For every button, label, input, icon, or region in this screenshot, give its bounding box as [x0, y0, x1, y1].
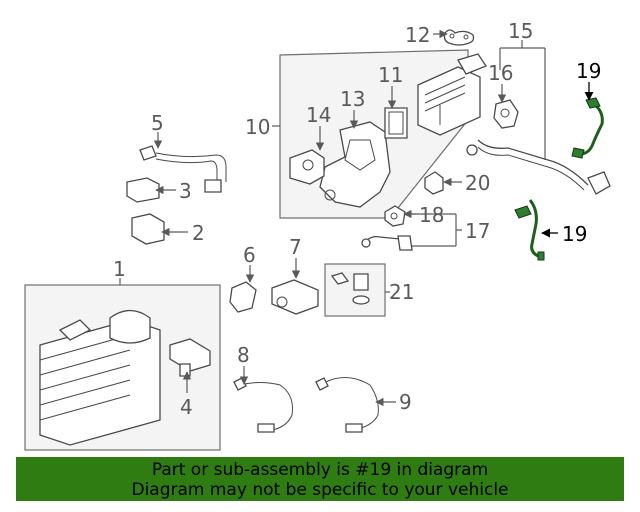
- part-5-hose: [139, 145, 227, 193]
- callout-12: 12: [405, 23, 430, 47]
- part-8-oxygen-sensor: [233, 377, 293, 433]
- part-1-canister: [39, 309, 161, 446]
- callout-10: 10: [245, 115, 270, 139]
- part-20-bracket: [424, 171, 444, 195]
- part-15-egr-tube: [466, 139, 611, 195]
- callout-5: 5: [151, 111, 164, 135]
- part-21-valve-kit: [330, 272, 370, 305]
- banner-line-1: Part or sub-assembly is #19 in diagram: [151, 460, 489, 480]
- callout-7: 7: [289, 235, 302, 259]
- banner-line-2: Diagram may not be specific to your vehi…: [131, 480, 509, 500]
- callout-15: 15: [508, 19, 533, 43]
- callout-14: 14: [306, 103, 331, 127]
- callout-2: 2: [192, 221, 205, 245]
- callout-1: 1: [113, 257, 126, 281]
- callout-17: 17: [465, 219, 490, 243]
- callout-18: 18: [419, 203, 444, 227]
- part-13-egr-valve: [319, 107, 408, 208]
- callout-21: 21: [389, 280, 414, 304]
- part-info-banner: Part or sub-assembly is #19 in diagram D…: [16, 457, 624, 501]
- callout-8: 8: [237, 343, 250, 367]
- part-12-gasket: [443, 29, 475, 46]
- callout-13: 13: [340, 87, 365, 111]
- part-2-valve: [131, 213, 165, 245]
- part-17-tube: [361, 235, 413, 251]
- part-3-bracket: [126, 177, 160, 203]
- leader-lines: [119, 29, 594, 407]
- part-19-sensor-lower: [514, 199, 545, 261]
- part-9-oxygen-sensor: [315, 377, 379, 433]
- callout-20: 20: [465, 171, 490, 195]
- part-6-sensor: [229, 281, 257, 313]
- callout-11: 11: [378, 63, 403, 87]
- part-18-gasket: [384, 205, 406, 227]
- part-11-egr-cooler: [417, 53, 487, 136]
- callout-3: 3: [179, 179, 192, 203]
- callout-19-lower: 19: [562, 222, 587, 246]
- callout-6: 6: [243, 243, 256, 267]
- callout-19-upper: 19: [576, 59, 601, 83]
- callout-9: 9: [399, 390, 412, 414]
- part-16-gasket: [493, 99, 519, 129]
- part-7-valve: [271, 279, 319, 315]
- part-14-gasket: [289, 149, 325, 185]
- callout-16: 16: [488, 61, 513, 85]
- callout-4: 4: [180, 395, 193, 419]
- part-19-sensor-upper: [571, 97, 604, 159]
